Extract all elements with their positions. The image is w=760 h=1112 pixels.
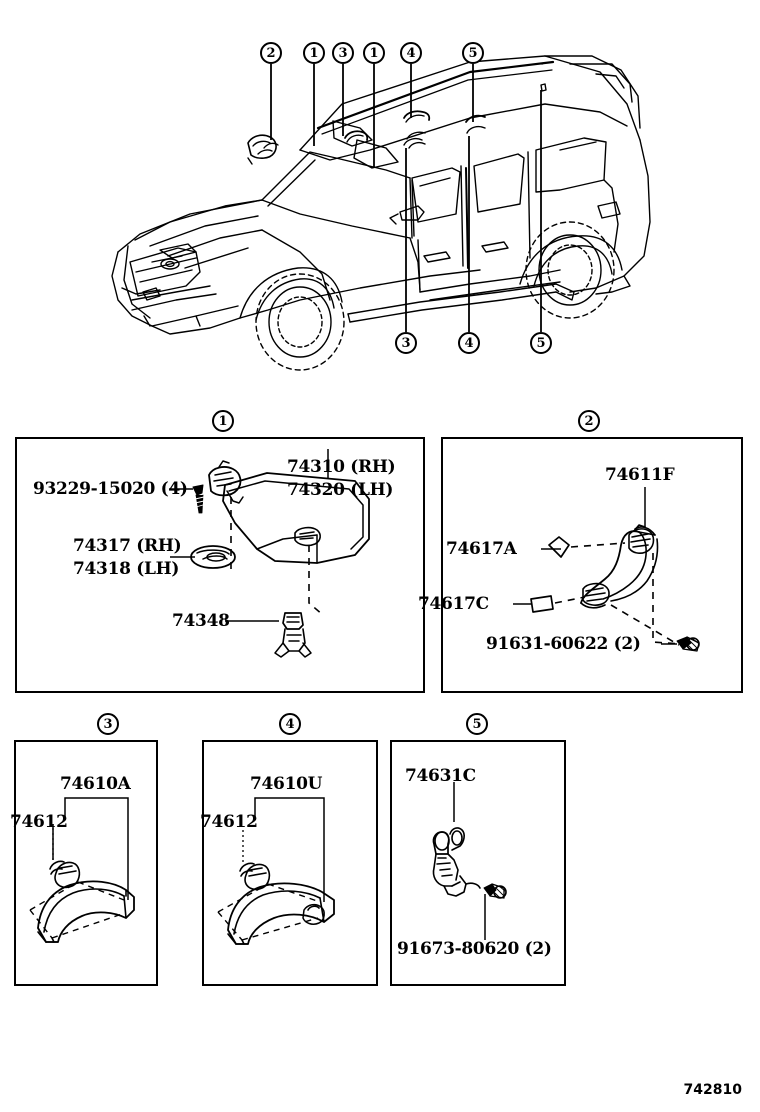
callout-leader-lines-top	[270, 64, 474, 168]
part-label-74631C: 74631C	[405, 766, 476, 786]
part-label-74611F: 74611F	[605, 465, 675, 485]
panel-5-number[interactable]: 5	[466, 713, 488, 735]
panel-4-roof-assist-grip-rear: 74610U 74612	[200, 740, 378, 986]
part-label-74317: 74317 (RH)	[73, 536, 182, 556]
part-label-74318: 74318 (LH)	[73, 559, 180, 579]
panel-5-drawing	[432, 782, 507, 940]
callout-label: 2	[266, 46, 276, 61]
callout-top-3[interactable]: 3	[332, 42, 354, 64]
panel-1-sun-visor: 74310 (RH) 74320 (LH) 93229-15020 (4) 74…	[15, 437, 425, 693]
callout-label: 3	[338, 46, 348, 61]
callout-top-2[interactable]: 2	[260, 42, 282, 64]
callout-top-1b[interactable]: 1	[363, 42, 385, 64]
callout-top-1a[interactable]: 1	[303, 42, 325, 64]
panel-number-label: 5	[472, 717, 482, 732]
callout-bottom-3[interactable]: 3	[395, 332, 417, 354]
vehicle-line-drawing	[111, 55, 651, 371]
callout-label: 1	[369, 46, 379, 61]
panel-4-drawing	[217, 797, 335, 945]
panel-number-label: 4	[285, 717, 295, 732]
vehicle-illustration: 2 1 3 1 4 5 3 4 5	[0, 0, 760, 400]
callout-label: 5	[468, 46, 478, 61]
panel-2-front-assist-grip: 74611F 74617A 74617C 91631-60622 (2)	[418, 437, 743, 693]
callout-bottom-4[interactable]: 4	[458, 332, 480, 354]
panel-5-coat-hook: 74631C 91673-80620 (2)	[390, 740, 566, 986]
callout-top-4[interactable]: 4	[400, 42, 422, 64]
part-label-93229-15020: 93229-15020 (4)	[33, 479, 188, 499]
callout-label: 1	[309, 46, 319, 61]
panel-2-drawing	[513, 487, 700, 652]
callout-label: 3	[401, 336, 411, 351]
part-label-74310: 74310 (RH)	[287, 457, 396, 477]
part-label-91631-60622: 91631-60622 (2)	[486, 634, 641, 654]
panel-2-number[interactable]: 2	[578, 410, 600, 432]
part-label-74610A: 74610A	[60, 774, 131, 794]
part-label-74610U: 74610U	[250, 774, 323, 794]
panel-3-roof-assist-grip-front: 74610A 74612	[10, 740, 158, 986]
callout-label: 5	[536, 336, 546, 351]
callout-top-5[interactable]: 5	[462, 42, 484, 64]
panel-1-drawing	[169, 449, 370, 658]
panel-1-number[interactable]: 1	[212, 410, 234, 432]
diagram-id: 742810	[683, 1082, 742, 1098]
part-label-74348: 74348	[172, 611, 230, 631]
part-label-74617C: 74617C	[418, 594, 489, 614]
panel-4-number[interactable]: 4	[279, 713, 301, 735]
part-label-74617A: 74617A	[446, 539, 517, 559]
part-label-74612-panel3: 74612	[10, 812, 68, 832]
panel-3-number[interactable]: 3	[97, 713, 119, 735]
part-label-74612-panel4: 74612	[200, 812, 258, 832]
callout-label: 4	[406, 46, 416, 61]
part-label-74320: 74320 (LH)	[287, 480, 394, 500]
part-label-91673-80620: 91673-80620 (2)	[397, 939, 552, 959]
panel-number-label: 2	[584, 414, 594, 429]
panel-number-label: 1	[218, 414, 228, 429]
panel-number-label: 3	[103, 717, 113, 732]
panel-3-drawing	[29, 797, 135, 943]
callout-leader-lines-bottom	[405, 90, 542, 332]
callout-label: 4	[464, 336, 474, 351]
callout-bottom-5[interactable]: 5	[530, 332, 552, 354]
